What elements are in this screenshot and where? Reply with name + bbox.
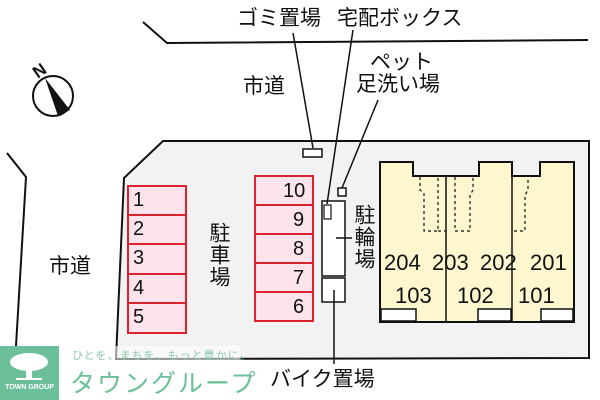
- parking-space-9: 9: [293, 209, 305, 231]
- brand-logo: TOWN GROUP: [0, 346, 59, 400]
- road-label-west: 市道: [49, 254, 91, 278]
- unit-203: 203: [432, 250, 469, 275]
- garbage-area: [302, 148, 323, 158]
- parking-space-7: 7: [293, 267, 305, 289]
- delivery-box-area: [323, 204, 332, 220]
- parking-space-4: 4: [133, 277, 145, 299]
- label-parking: 駐車場: [207, 222, 231, 288]
- north-arrow-icon: N: [29, 60, 74, 117]
- brand-tagline: ひとを、まちを、もっと豊かに。: [72, 349, 252, 362]
- parking-space-10: 10: [283, 180, 306, 202]
- pet-wash-area: [337, 187, 347, 197]
- label-bicycle-parking: 駐輪場: [352, 204, 376, 270]
- unit-201: 201: [530, 250, 567, 275]
- leader-line-delivery: [326, 29, 354, 205]
- parking-block-left: [127, 185, 187, 334]
- unit-202: 202: [480, 250, 517, 275]
- callout-pet-wash-line1: ペット: [370, 50, 433, 74]
- parking-space-3: 3: [133, 247, 145, 269]
- road-edge-west: [6, 152, 28, 347]
- tree-icon: [10, 353, 48, 380]
- parking-block-right: [254, 175, 314, 322]
- road-label-north: 市道: [243, 74, 285, 98]
- callout-pet-wash-line2: 足洗い場: [356, 72, 440, 96]
- unit-204: 204: [384, 250, 421, 275]
- leader-line-pet-wash: [341, 99, 379, 189]
- unit-103: 103: [395, 283, 432, 308]
- callout-motorbike: バイク置場: [270, 367, 375, 391]
- callout-garbage: ゴミ置場: [237, 6, 321, 30]
- callout-delivery-box: 宅配ボックス: [337, 6, 463, 30]
- parking-space-5: 5: [133, 306, 145, 328]
- brand-name: タウングループ: [70, 369, 258, 398]
- unit-102: 102: [457, 283, 494, 308]
- parking-space-8: 8: [293, 238, 305, 260]
- parking-space-2: 2: [133, 218, 145, 240]
- brand-logo-text: TOWN GROUP: [5, 384, 54, 391]
- leader-line-garbage: [292, 32, 314, 149]
- watermark-backdrop: [115, 346, 240, 361]
- parking-space-1: 1: [133, 189, 145, 211]
- parking-space-6: 6: [293, 296, 305, 318]
- apartment-building: [379, 161, 575, 323]
- road-edge-north: [142, 21, 589, 45]
- unit-101: 101: [518, 283, 555, 308]
